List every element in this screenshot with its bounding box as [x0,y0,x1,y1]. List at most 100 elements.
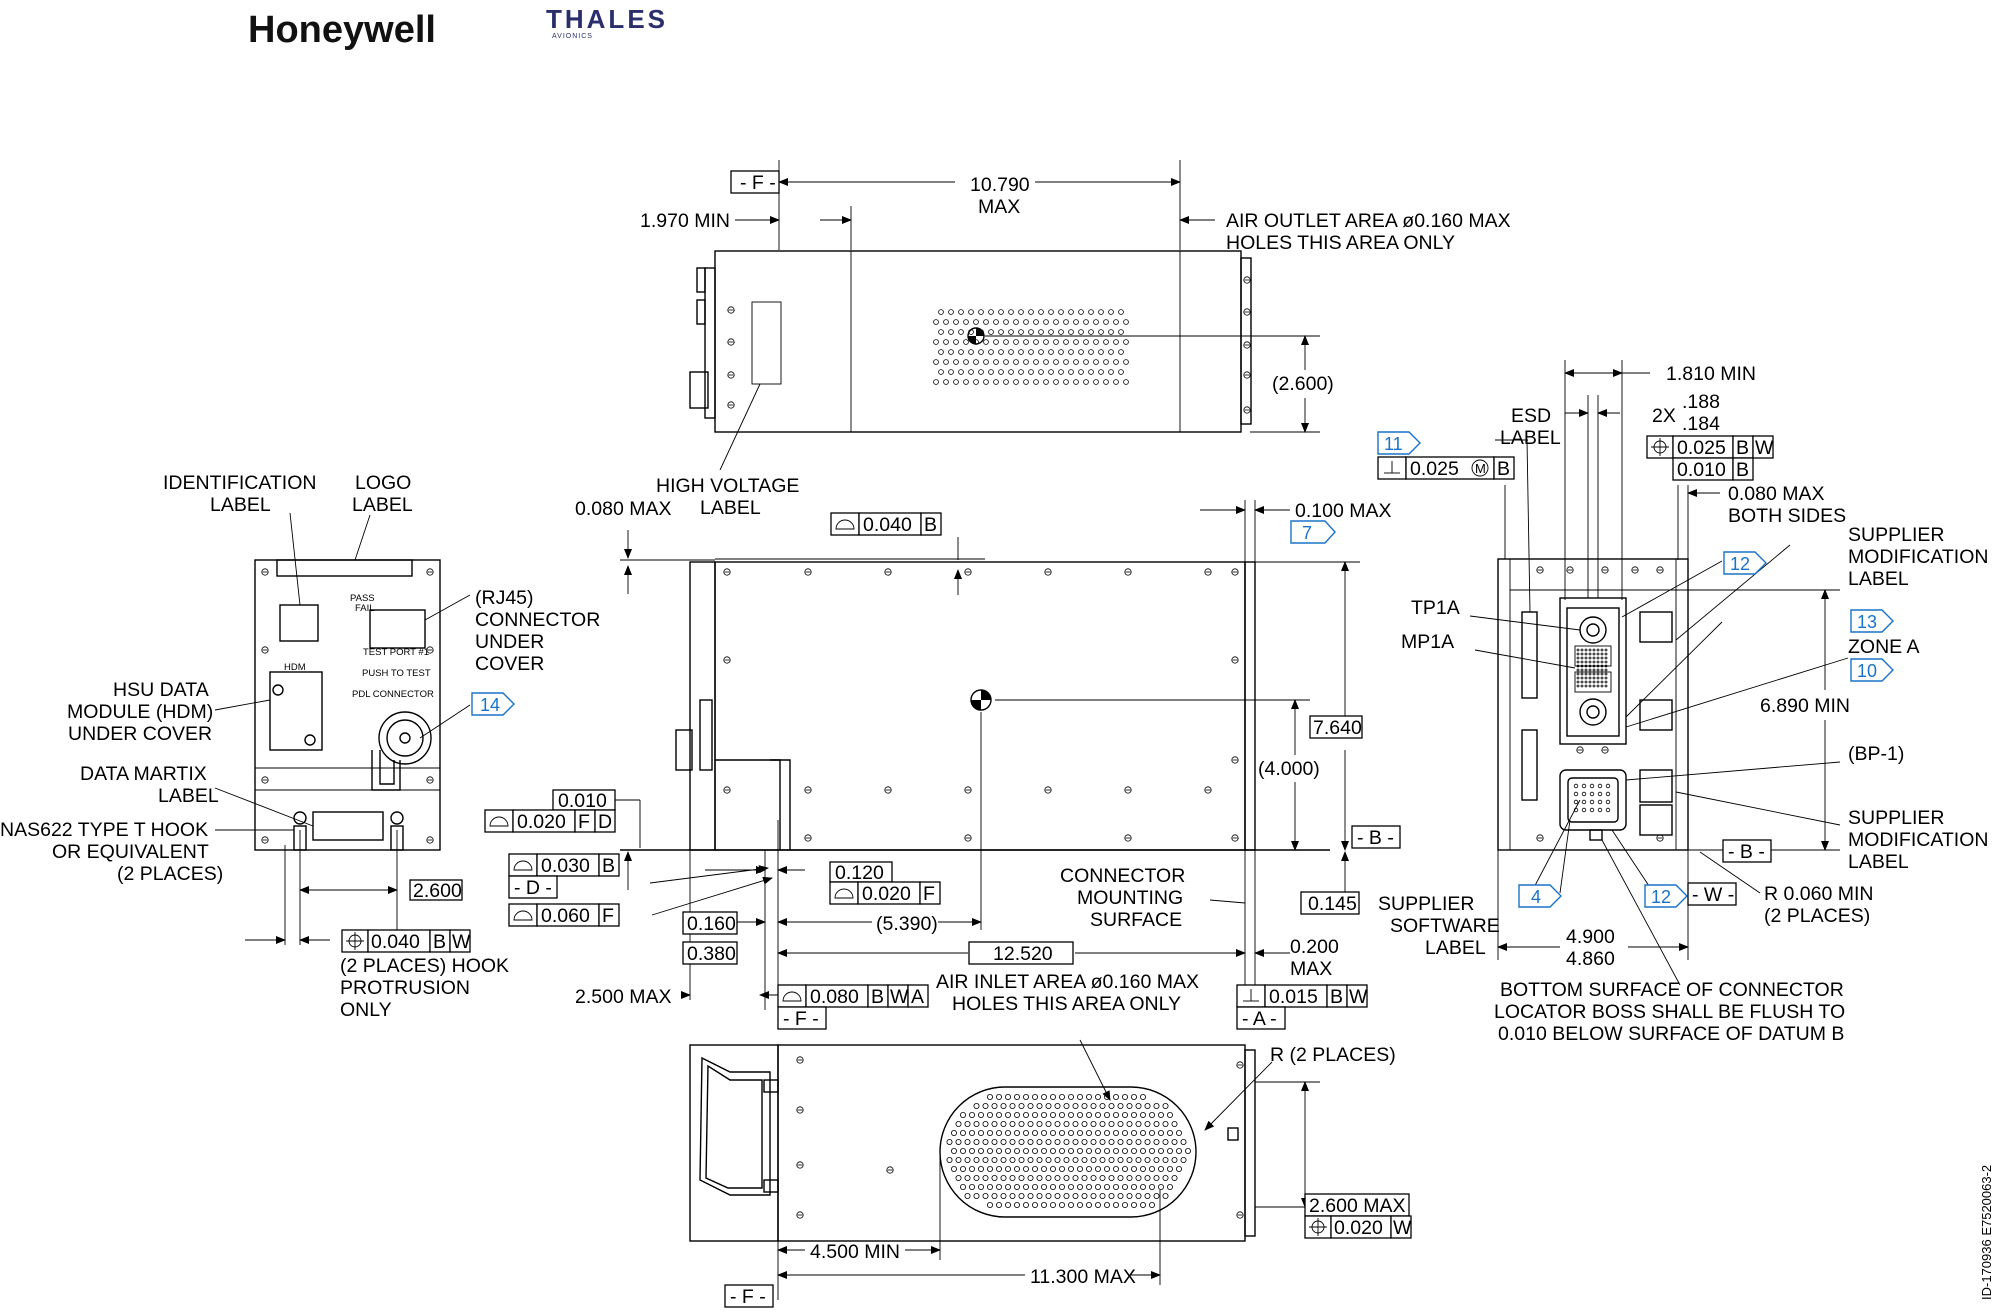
box-0080-ref-b: B [871,986,884,1008]
pos-0010: 0.010 [1677,459,1726,481]
hdm-cover [269,671,323,751]
datum-w: - W - [1692,884,1734,906]
thales-avionics-logo: AVIONICS [552,33,593,40]
r-0060-2: (2 PLACES) [1764,905,1870,927]
nas622-3: (2 PLACES) [117,863,223,885]
dim-12520: 12.520 [993,943,1053,965]
r-2-places: R (2 PLACES) [1270,1044,1396,1066]
dim-184: .184 [1682,413,1720,435]
box-0020b: 0.020 [862,883,911,905]
hv-label-2: LABEL [700,497,761,519]
hook-3: ONLY [340,999,392,1021]
box-0160: 0.160 [687,913,736,935]
note-10: 10 [1857,661,1877,681]
identification-2: LABEL [210,494,271,516]
supplier-mod2-1: SUPPLIER [1848,807,1944,829]
bp1: (BP-1) [1848,743,1904,765]
box-2600-front: 2.600 [413,880,462,902]
fail-text: FAIL [355,603,375,614]
logo-label-box [276,559,413,577]
air-inlet-label-1: AIR INLET AREA ø0.160 MAX [936,971,1199,993]
data-matrix-2: LABEL [158,785,219,807]
dim-1810-min: 1.810 MIN [1666,363,1756,385]
zone-a: ZONE A [1848,636,1920,658]
dim-0080-both-2: BOTH SIDES [1728,505,1846,527]
dim-6890-min: 6.890 MIN [1760,695,1850,717]
box-0015-ref-b: B [1330,986,1343,1008]
box-0020-ref-f: F [578,811,590,833]
box-0030: 0.030 [541,855,590,877]
box-0080-ref-a: A [911,986,924,1008]
datum-d: - D - [514,877,552,899]
supplier-sw-3: LABEL [1425,937,1486,959]
nas622-1: NAS622 TYPE T HOOK [0,819,208,841]
dim-0080-max: 0.080 MAX [575,498,671,520]
dim-5390: (5.390) [876,913,938,935]
box-0060-ref: F [602,905,614,927]
hsu-1: HSU DATA [113,679,209,701]
dim-11300-max: 11.300 MAX [1030,1266,1136,1288]
hv-label-1: HIGH VOLTAGE [656,475,799,497]
top-view [689,160,1320,471]
datum-b-side: - B - [1357,827,1394,849]
pos-0025-ref-b: B [1736,437,1749,459]
note-14: 14 [480,695,500,715]
supplier-mod-3: LABEL [1848,568,1909,590]
mp1a: MP1A [1401,631,1454,653]
rj45-3: UNDER [475,631,544,653]
datum-f-side: - F - [783,1008,819,1030]
hook-1: (2 PLACES) HOOK [340,955,509,977]
rj45-cover [369,609,426,649]
thales-logo: THALES [546,4,668,34]
box-0040-front-ref-w: W [452,931,471,953]
supplier-sw-1: SUPPLIER [1378,893,1474,915]
flatness-0040-ref: B [924,514,937,536]
data-matrix-1: DATA MARTIX [80,763,207,785]
box-2600-max: 2.600 MAX [1309,1195,1405,1217]
box-0020-pos-ref: W [1393,1217,1412,1239]
air-outlet-label-2: HOLES THIS AREA ONLY [1226,232,1455,254]
dim-0200-1: 0.200 [1290,936,1339,958]
bottom-note-2: LOCATOR BOSS SHALL BE FLUSH TO [1494,1001,1845,1023]
rj45-1: (RJ45) [475,587,534,609]
box-0080-ref-w: W [890,986,909,1008]
hsu-2: MODULE (HDM) [67,701,213,723]
identification-1: IDENTIFICATION [163,472,316,494]
supplier-mod2-2: MODIFICATION [1848,829,1988,851]
supplier-mod-2: MODIFICATION [1848,546,1988,568]
conn-mount-3: SURFACE [1090,909,1182,931]
connector-shell [1559,597,1627,745]
box-0120: 0.120 [835,862,884,884]
tp1a: TP1A [1411,597,1460,619]
pass-text: PASS [350,593,375,604]
nas622-2: OR EQUIVALENT [52,841,209,863]
box-0145: 0.145 [1308,893,1357,915]
logo-label-1: LOGO [355,472,411,494]
pos-0010-ref: B [1736,459,1749,481]
dim-4860: 4.860 [1566,948,1615,970]
dim-1970-min: 1.970 MIN [640,210,730,232]
box-0020b-ref: F [923,883,935,905]
dim-2600-top: (2.600) [1272,373,1334,395]
data-matrix-label-box [312,811,384,841]
air-inlet-label-2: HOLES THIS AREA ONLY [952,993,1181,1015]
dim-188: .188 [1682,391,1720,413]
pos-0025-ref-w: W [1755,437,1774,459]
r-0060-1: R 0.060 MIN [1764,883,1873,905]
box-0015-ref-w: W [1349,986,1368,1008]
datum-f-top [730,170,780,194]
hsu-3: UNDER COVER [68,723,212,745]
honeywell-logo: Honeywell [248,9,436,51]
front-view [214,512,471,945]
esd-1: ESD [1511,405,1551,427]
bottom-note-3: 0.010 BELOW SURFACE OF DATUM B [1498,1023,1844,1045]
dim-4000: (4.000) [1258,758,1320,780]
identification-label-box [279,604,319,642]
logo-label-2: LABEL [352,494,413,516]
note-4: 4 [1531,887,1541,907]
note-12b: 12 [1651,887,1671,907]
box-0380: 0.380 [687,943,736,965]
esd-label-box [1521,611,1538,699]
supplier-mod-1: SUPPLIER [1848,524,1944,546]
